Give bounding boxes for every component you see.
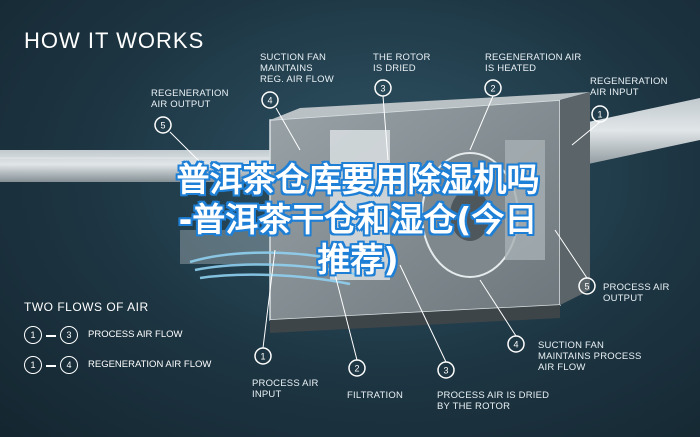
flows-heading: TWO FLOWS OF AIR [24, 300, 149, 314]
label-regen-input: REGENERATION AIR INPUT [590, 76, 668, 98]
marker-number: 3 [443, 366, 448, 376]
legend-dash [46, 365, 56, 367]
marker-process-dried: 3 [437, 361, 455, 379]
page-title: HOW IT WORKS [24, 28, 205, 53]
marker-number: 2 [354, 364, 359, 374]
filter-panel [330, 130, 390, 280]
label-process-input: PROCESS AIR INPUT [252, 378, 319, 400]
legend-to-number: 4 [60, 356, 78, 374]
dehumidifier-unit [269, 92, 590, 333]
marker-number: 4 [267, 96, 272, 106]
marker-number: 1 [597, 110, 602, 120]
left-duct [0, 150, 290, 182]
marker-process-input: 1 [254, 347, 272, 365]
label-regen-heated: REGENERATION AIR IS HEATED [485, 52, 582, 74]
marker-number: 2 [490, 84, 495, 94]
marker-suction-process: 4 [507, 335, 525, 353]
overlay-title-line-1: 普洱茶仓库要用除湿机吗 [176, 160, 540, 199]
marker-number: 3 [380, 84, 385, 94]
rotor-hub [450, 189, 490, 241]
marker-filtration: 2 [348, 359, 366, 377]
overlay-title: 普洱茶仓库要用除湿机吗 -普洱茶干仓和湿仓(今日 推荐) [108, 160, 608, 280]
legend-label: PROCESS AIR FLOW [88, 329, 183, 340]
fan-housing [505, 140, 545, 260]
legend-from-number: 1 [24, 356, 42, 374]
label-suction-regen: SUCTION FAN MAINTAINS REG. AIR FLOW [260, 52, 334, 85]
leader-lines [169, 95, 601, 363]
marker-suction-regen: 4 [261, 91, 279, 109]
marker-process-output: 5 [578, 277, 596, 295]
label-rotor-dried: THE ROTOR IS DRIED [373, 52, 431, 74]
marker-number: 5 [584, 282, 589, 292]
legend-dash [46, 335, 56, 337]
process-air-swirl [189, 251, 361, 286]
right-duct [560, 98, 700, 170]
label-regen-output: REGENERATION AIR OUTPUT [151, 88, 229, 110]
label-process-dried: PROCESS AIR IS DRIED BY THE ROTOR [437, 390, 550, 412]
legend-from-number: 1 [24, 326, 42, 344]
marker-number: 4 [513, 340, 518, 350]
label-filtration: FILTRATION [347, 390, 404, 401]
overlay-title-line-2: -普洱茶干仓和湿仓(今日 [178, 200, 538, 239]
marker-number: 5 [160, 121, 165, 131]
marker-regen-input: 1 [591, 105, 609, 123]
marker-rotor-dried: 3 [374, 79, 392, 97]
marker-regen-heated: 2 [484, 79, 502, 97]
label-suction-process: SUCTION FAN MAINTAINS PROCESS AIR FLOW [538, 340, 642, 373]
marker-regen-output: 5 [154, 116, 172, 134]
label-process-output: PROCESS AIR OUTPUT [603, 282, 670, 304]
marker-number: 1 [260, 352, 265, 362]
overlay-title-line-3: 推荐) [317, 240, 399, 279]
legend-to-number: 3 [60, 326, 78, 344]
legend-label: REGENERATION AIR FLOW [88, 359, 212, 370]
